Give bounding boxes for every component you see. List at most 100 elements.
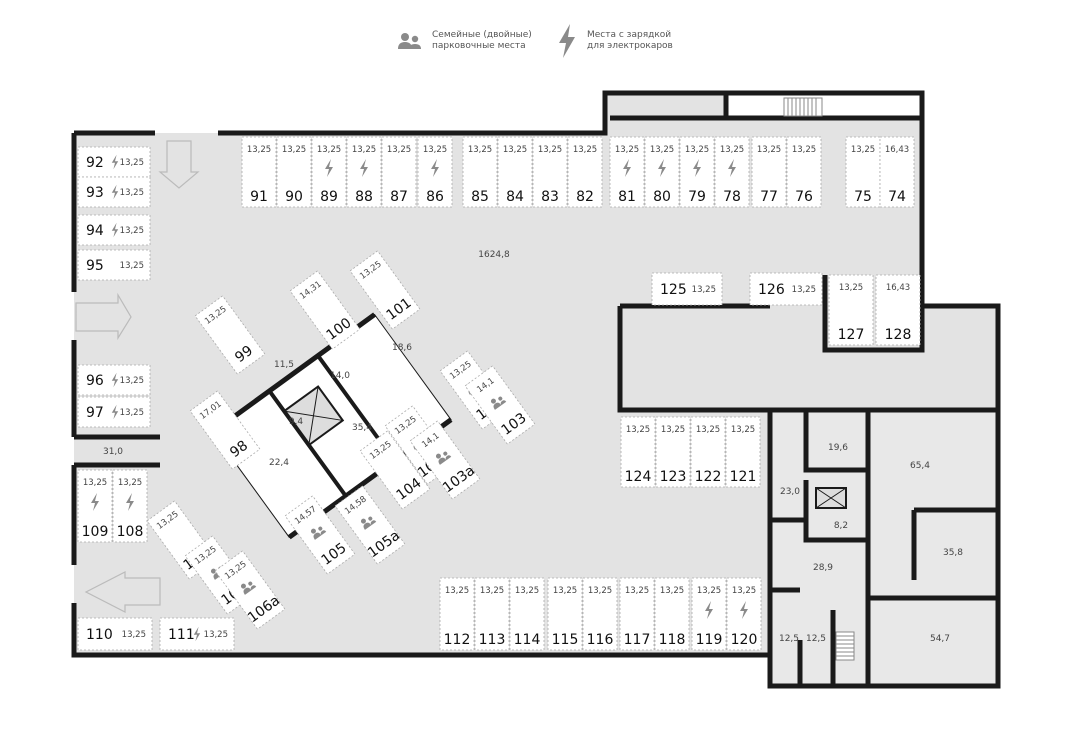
lightning-icon — [705, 601, 713, 619]
spot-area: 13,25 — [120, 158, 144, 168]
spot-number: 121 — [730, 469, 757, 485]
spot-number: 94 — [86, 223, 104, 239]
spot-area: 13,25 — [732, 586, 756, 596]
right-rooms-floor — [772, 412, 998, 684]
spot-area: 13,25 — [573, 145, 597, 155]
entry-arrows — [75, 140, 200, 613]
room-areas: 1624,811,518,614,09,435,431,022,419,665,… — [103, 250, 963, 644]
spot-area: 13,25 — [792, 145, 816, 155]
diagonal-block — [211, 312, 453, 540]
spot-area: 16,43 — [886, 283, 910, 293]
parking-spot-122[interactable]: 13,25 122 — [690, 416, 726, 488]
area-label-a_31_0: 31,0 — [103, 447, 123, 457]
spot-area: 13,25 — [122, 630, 146, 640]
spot-number: 91 — [250, 189, 268, 205]
area-label-a_14_0: 14,0 — [330, 371, 350, 381]
spot-area: 13,25 — [118, 478, 142, 488]
lightning-icon — [623, 159, 631, 177]
spot-area: 13,25 — [468, 145, 492, 155]
area-label-a_12_5b: 12,5 — [806, 634, 826, 644]
spot-area: 13,25 — [696, 425, 720, 435]
legend-family-line1: Семейные (двойные) — [432, 30, 532, 40]
spot-area: 13,25 — [661, 425, 685, 435]
area-label-a_8_2: 8,2 — [834, 521, 848, 531]
lightning-icon — [111, 404, 119, 420]
spot-number: 123 — [660, 469, 687, 485]
spot-area: 13,25 — [660, 586, 684, 596]
spot-area: 13,25 — [282, 145, 306, 155]
spot-area: 13,25 — [83, 478, 107, 488]
lightning-icon — [193, 626, 201, 642]
lightning-icon — [111, 372, 119, 388]
lower-mid-room — [630, 306, 998, 410]
lightning-icon — [556, 24, 578, 62]
spot-number: 117 — [624, 632, 651, 648]
spot-area: 13,25 — [615, 145, 639, 155]
spot-number: 80 — [653, 189, 671, 205]
spot-area: 13,25 — [204, 630, 228, 640]
spot-number: 122 — [695, 469, 722, 485]
spot-area: 13,25 — [731, 425, 755, 435]
spot-area: 13,25 — [685, 145, 709, 155]
spot-number: 95 — [86, 258, 104, 274]
spot-area: 13,25 — [120, 226, 144, 236]
area-label-a_19_6: 19,6 — [828, 443, 848, 453]
lightning-icon — [111, 184, 119, 200]
parking-spot-123[interactable]: 13,25 123 — [655, 416, 691, 488]
spot-number: 86 — [426, 189, 444, 205]
spot-area: 16,43 — [885, 145, 909, 155]
lightning-icon — [728, 159, 736, 177]
spot-area: 13,25 — [839, 283, 863, 293]
spot-area: 13,25 — [692, 285, 716, 295]
parking-spot-94[interactable]: 94 13,25 — [77, 214, 151, 246]
parking-spot-121[interactable]: 13,25 121 — [725, 416, 761, 488]
